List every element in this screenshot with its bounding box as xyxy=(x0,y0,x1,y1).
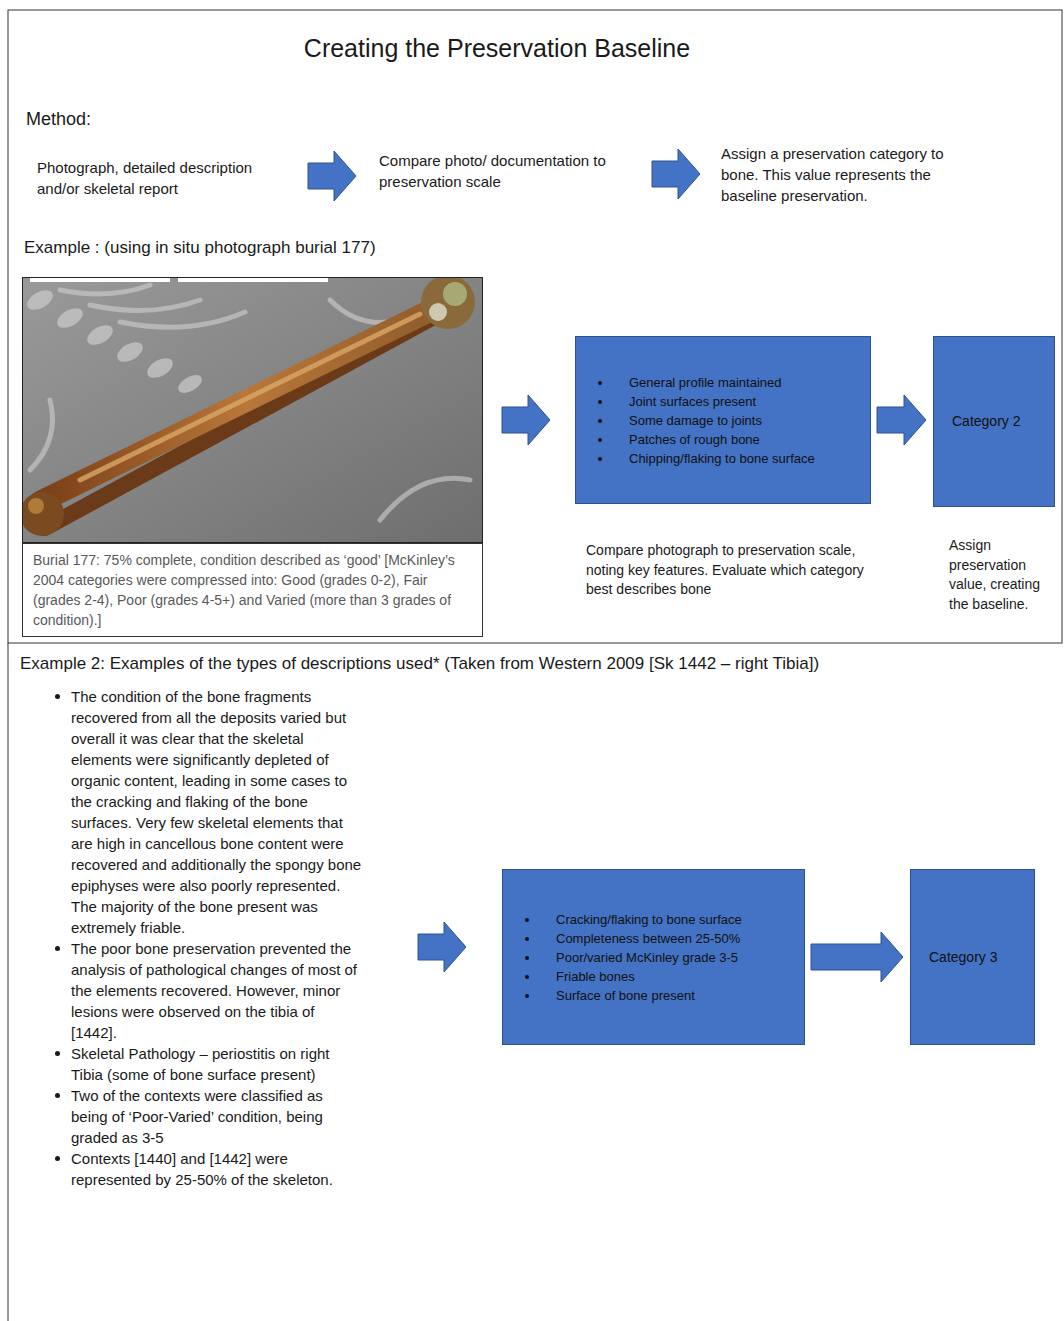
bullet-item: Poor/varied McKinley grade 3-5 xyxy=(525,948,794,967)
step-text: Compare photo/ documentation to preserva… xyxy=(379,150,644,192)
bullet-item: The condition of the bone fragments reco… xyxy=(50,686,362,938)
block-arrow xyxy=(502,395,550,445)
box-text: Burial 177: 75% complete, condition desc… xyxy=(33,550,472,630)
bullet-item: Surface of bone present xyxy=(525,986,794,1005)
bullet-dot xyxy=(598,400,602,404)
bullet-item: The poor bone preservation prevented the… xyxy=(50,938,362,1043)
bullet-text: Surface of bone present xyxy=(556,986,794,1005)
bullet-dot xyxy=(598,438,602,442)
description-list: The condition of the bone fragments reco… xyxy=(50,686,362,1190)
panel-frame xyxy=(8,10,1062,643)
category-box: Category 2 xyxy=(933,336,1055,507)
bullet-item: Contexts [1440] and [1442] were represen… xyxy=(50,1148,362,1190)
bullet-dot xyxy=(525,994,529,998)
category-box: Category 3 xyxy=(910,869,1035,1045)
bullet-text: Poor/varied McKinley grade 3-5 xyxy=(556,948,794,967)
bullet-item: General profile maintained xyxy=(598,373,860,392)
bullet-text: Patches of rough bone xyxy=(629,430,860,449)
bullet-dot xyxy=(525,975,529,979)
example-heading: Example : (using in situ photograph buri… xyxy=(24,236,564,260)
bullet-text: Joint surfaces present xyxy=(629,392,860,411)
bullet-text: Completeness between 25-50% xyxy=(556,929,794,948)
note-text: Compare photograph to preservation scale… xyxy=(586,541,876,600)
criteria-box: General profile maintainedJoint surfaces… xyxy=(575,336,871,504)
bone-photograph xyxy=(22,277,483,543)
criteria-box: Cracking/flaking to bone surfaceComplete… xyxy=(502,869,805,1045)
bullet-dot xyxy=(55,1156,60,1161)
bullet-dot xyxy=(598,457,602,461)
description-text: The poor bone preservation prevented the… xyxy=(71,938,362,1043)
bullet-item: Some damage to joints xyxy=(598,411,860,430)
description-text: Contexts [1440] and [1442] were represen… xyxy=(71,1148,362,1190)
bullet-dot xyxy=(598,381,602,385)
bullet-item: Two of the contexts were classified as b… xyxy=(50,1085,362,1148)
box-text: Category 2 xyxy=(952,412,1046,430)
bullet-text: Friable bones xyxy=(556,967,794,986)
block-arrow xyxy=(652,149,700,199)
step-text: Photograph, detailed description and/or … xyxy=(37,157,292,199)
block-arrow xyxy=(811,932,903,982)
bullet-dot xyxy=(525,937,529,941)
description-text: Skeletal Pathology – periostitis on righ… xyxy=(71,1043,362,1085)
bullet-item: Cracking/flaking to bone surface xyxy=(525,910,794,929)
bullet-text: Some damage to joints xyxy=(629,411,860,430)
bullet-item: Chipping/flaking to bone surface xyxy=(598,449,860,468)
block-arrow xyxy=(877,395,926,445)
bullet-dot xyxy=(55,1093,60,1098)
bullet-dot xyxy=(55,1051,60,1056)
bullet-dot xyxy=(525,918,529,922)
bullet-dot xyxy=(598,419,602,423)
bullet-text: Chipping/flaking to bone surface xyxy=(629,449,860,468)
block-arrow xyxy=(308,151,356,201)
bullet-dot xyxy=(525,956,529,960)
bullet-item: Patches of rough bone xyxy=(598,430,860,449)
panel-frame xyxy=(8,643,9,1321)
bullet-item: Joint surfaces present xyxy=(598,392,860,411)
step-text: Assign a preservation category to bone. … xyxy=(721,143,983,206)
bullet-item: Friable bones xyxy=(525,967,794,986)
example-heading: Example 2: Examples of the types of desc… xyxy=(20,652,1058,676)
description-text: The condition of the bone fragments reco… xyxy=(71,686,362,938)
bullet-item: Skeletal Pathology – periostitis on righ… xyxy=(50,1043,362,1085)
description-text: Two of the contexts were classified as b… xyxy=(71,1085,362,1148)
section-heading: Method: xyxy=(26,107,166,132)
bullet-dot xyxy=(55,946,60,951)
bullet-text: Cracking/flaking to bone surface xyxy=(556,910,794,929)
block-arrow xyxy=(418,922,466,972)
bullet-item: Completeness between 25-50% xyxy=(525,929,794,948)
page-title: Creating the Preservation Baseline xyxy=(0,33,994,63)
bullet-text: General profile maintained xyxy=(629,373,860,392)
box-text: Category 3 xyxy=(929,948,1026,966)
note-text: Assign preservation value, creating the … xyxy=(949,536,1059,614)
caption-box: Burial 177: 75% complete, condition desc… xyxy=(22,543,483,637)
bullet-dot xyxy=(55,694,60,699)
